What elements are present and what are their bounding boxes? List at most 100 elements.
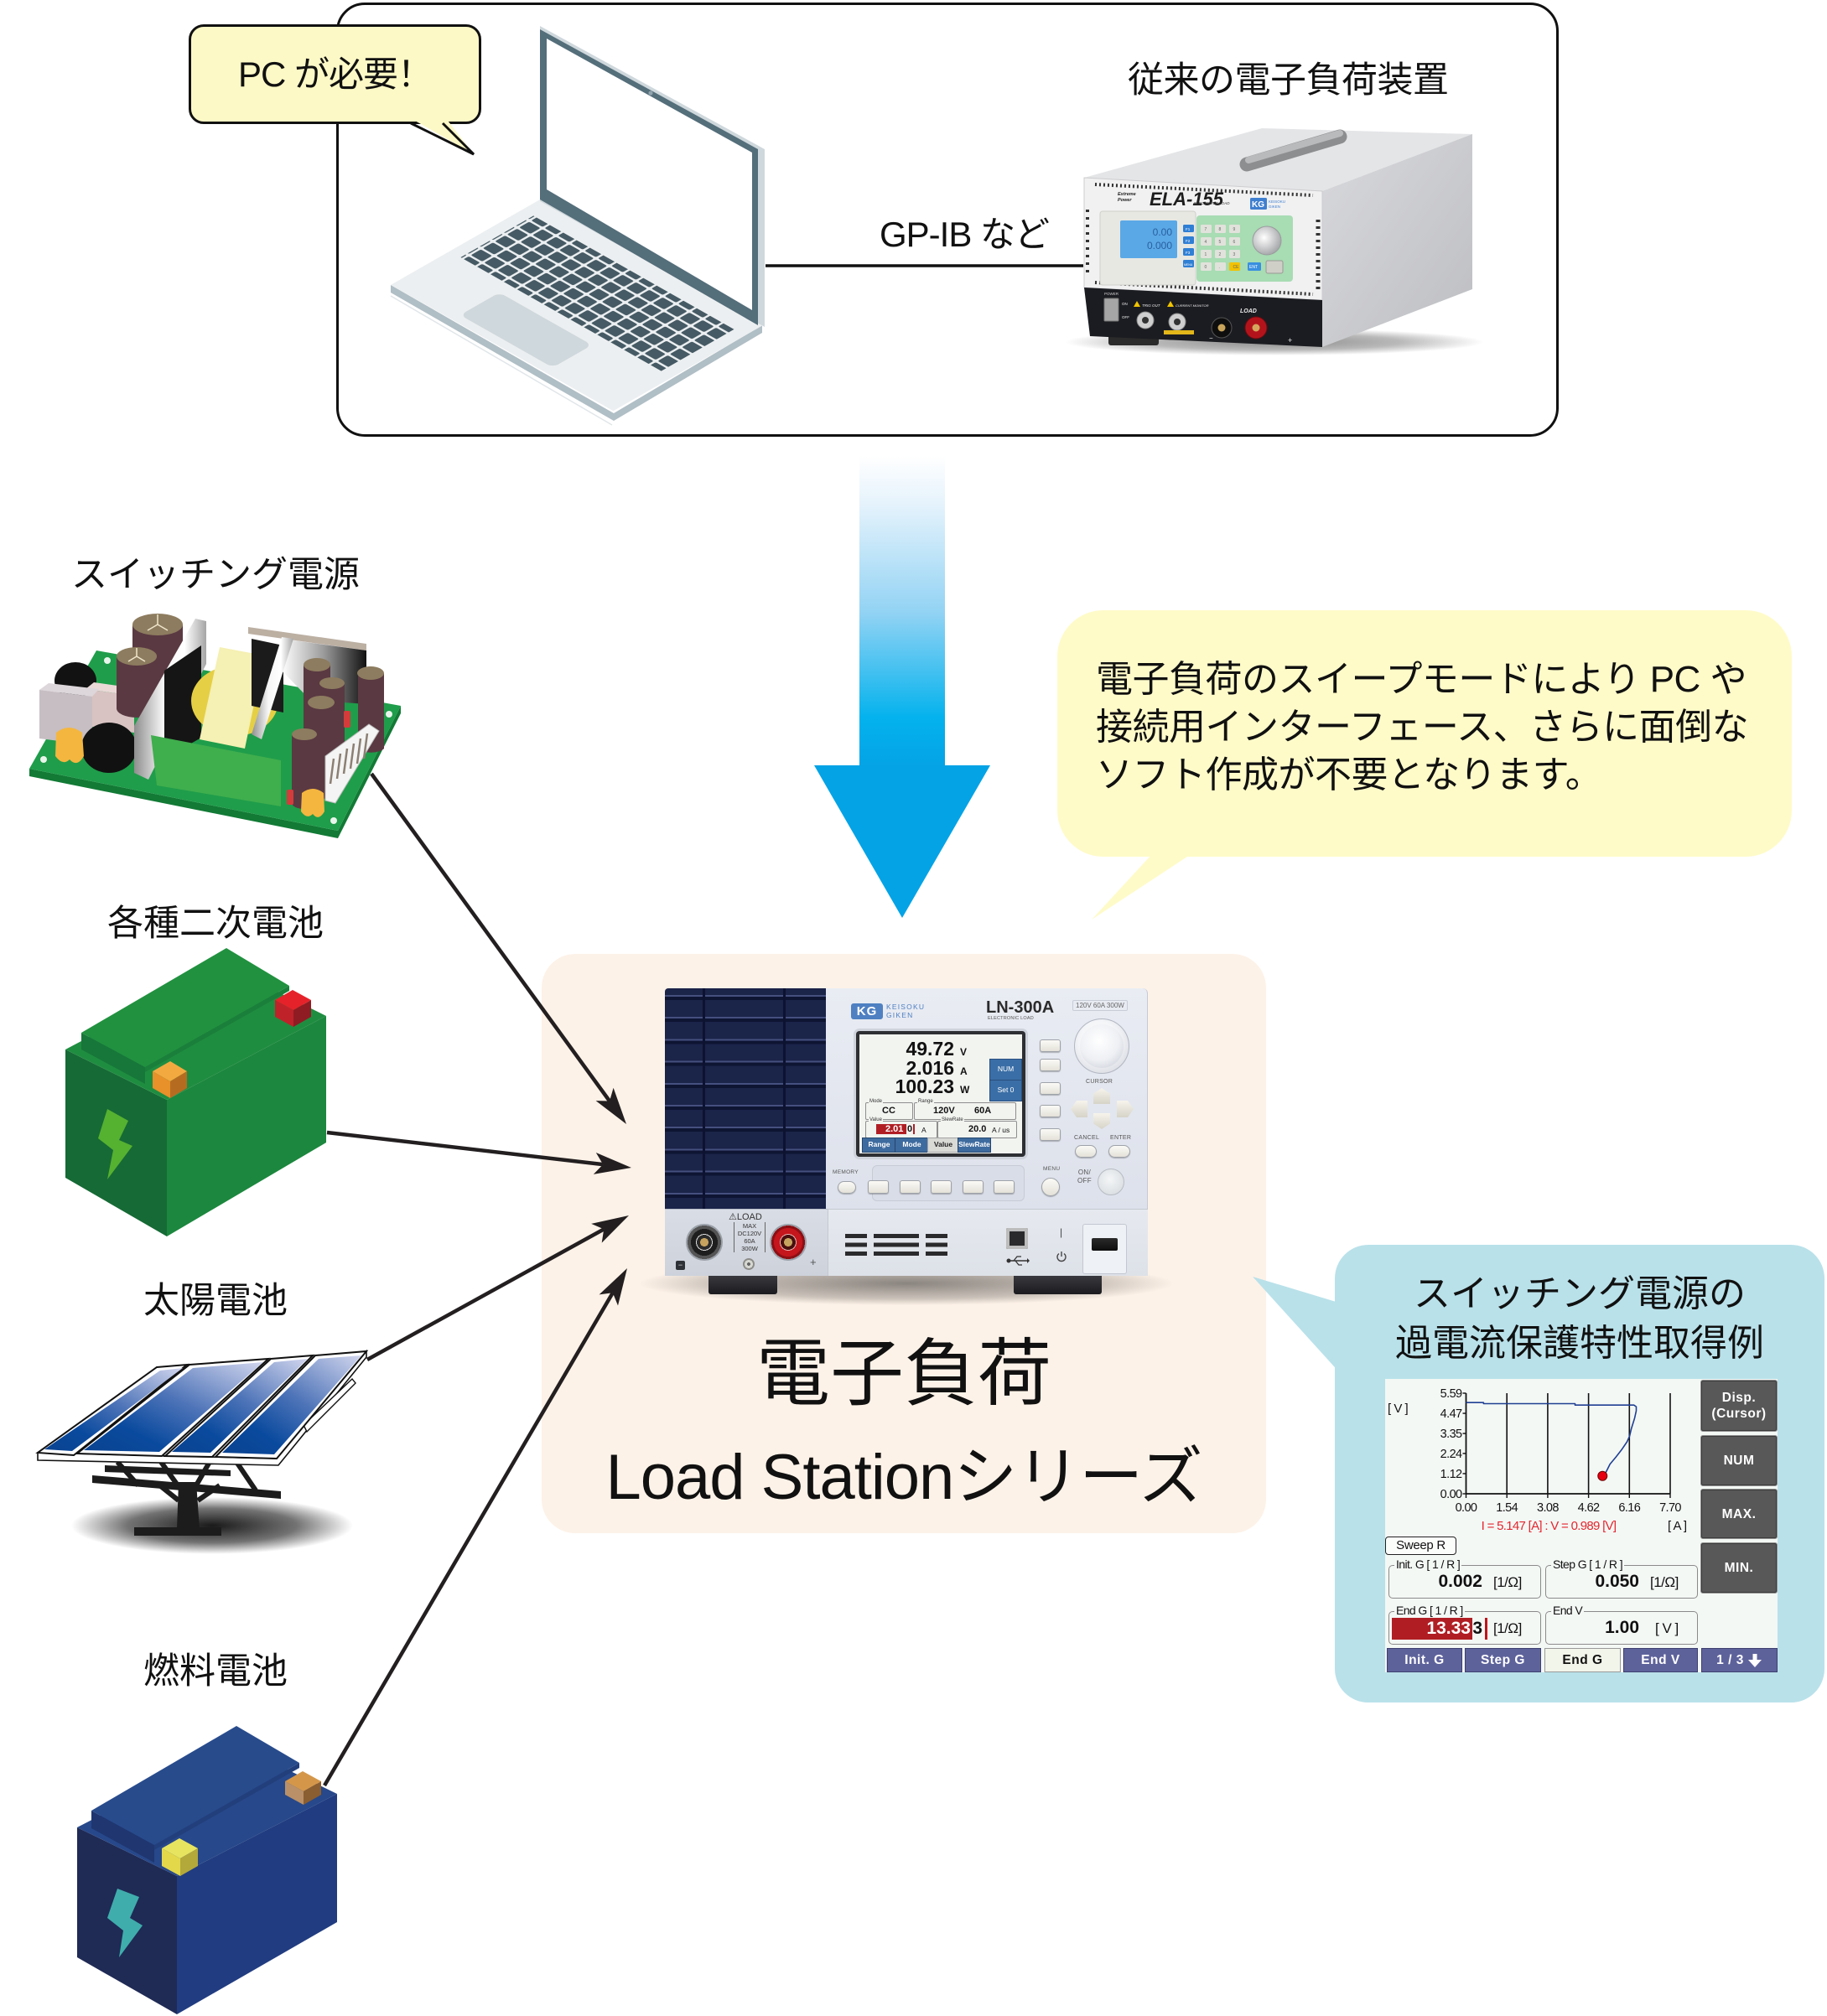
laptop-screen	[547, 39, 752, 310]
callout-line: ソフト作成が不要となります。	[1096, 754, 1602, 796]
tab-end-g: End G	[1544, 1648, 1621, 1672]
rating-label: 120V 60A 300W	[1072, 1000, 1128, 1011]
keypad-key-label: 5	[1219, 240, 1222, 245]
terminal-post	[1252, 324, 1260, 332]
x-tick-label: 0.00	[1456, 1501, 1477, 1515]
trig-out-label: TRIG OUT	[1142, 303, 1161, 308]
power-on-label: ON	[1122, 302, 1128, 306]
product-title: 電子負荷	[755, 1332, 1051, 1415]
brand-name-line: KEISOKU	[886, 1003, 926, 1011]
vent-slots	[845, 1234, 867, 1257]
ln-300a-electronic-load: KG KEISOKU GIKEN LN-300A ELECTRONIC LOAD…	[640, 988, 1173, 1305]
solar-panel-icon	[35, 1349, 369, 1554]
param-value-cursor-digit: 3	[1472, 1619, 1482, 1638]
vent-slots	[926, 1234, 947, 1257]
softkey-label: MIN.	[1724, 1561, 1754, 1575]
range-field: Range 120V 60A	[914, 1099, 1016, 1120]
field-label: Range	[917, 1099, 934, 1105]
circuit-board-icon	[29, 614, 401, 838]
on-off-label-line: ON/	[1077, 1169, 1092, 1176]
mount-hole	[40, 756, 47, 763]
resistor	[287, 790, 293, 805]
load-terminal-rating: MAX DC120V 60A 300W	[734, 1222, 766, 1252]
negative-terminal	[285, 1771, 321, 1791]
power-switch	[1092, 1238, 1118, 1251]
callout-tail	[1092, 855, 1190, 920]
battery-lid-side	[81, 1033, 145, 1084]
terminal-side	[285, 1781, 304, 1805]
keypad-key	[1201, 237, 1212, 246]
arrow-fuel-cell-to-load	[323, 1292, 615, 1787]
y-tick-label: 5.59	[1440, 1387, 1462, 1401]
cursor-label: CURSOR	[1086, 1079, 1113, 1085]
sweep-mode-callout-bubble	[1057, 610, 1792, 857]
terminal-side	[162, 1848, 180, 1876]
callout-line: 電子負荷のスイープモードにより PC や	[1096, 659, 1747, 700]
plus-marker: +	[810, 1256, 817, 1268]
range-current: 60A	[974, 1106, 992, 1116]
mount-hole	[330, 817, 337, 824]
sweep-mode-callout-text: 電子負荷のスイープモードにより PC や 接続用インターフェース、さらに面倒な …	[1096, 656, 1749, 799]
menu-button	[1041, 1178, 1060, 1196]
flow-arrow-head	[814, 765, 990, 918]
mount-hole	[104, 657, 111, 664]
cursor-marker	[1597, 1470, 1608, 1481]
minus-label: −	[1209, 334, 1213, 342]
vent-slots	[1094, 281, 1314, 296]
capacitor-vent	[147, 614, 169, 631]
keypad-key	[1229, 225, 1240, 233]
stand-base	[134, 1527, 221, 1536]
plus-label: +	[1288, 336, 1292, 345]
param-label: Init. G [ 1 / R ]	[1394, 1557, 1462, 1571]
positive-load-terminal	[770, 1224, 807, 1261]
keypad-key	[1215, 237, 1226, 246]
laptop-trackpad	[463, 294, 589, 366]
x-tick-label: 6.16	[1618, 1501, 1640, 1515]
stand-struts	[115, 1460, 258, 1503]
terminal-post	[1217, 324, 1226, 332]
carry-handle-highlight	[1245, 130, 1343, 163]
rotary-knob	[1252, 225, 1282, 256]
key-label: F1	[1186, 227, 1191, 231]
keypad-key-label: 6	[1233, 240, 1236, 245]
reading-value: 49.72	[906, 1038, 954, 1060]
kg-logo	[1250, 198, 1267, 210]
down-arrow-icon	[1747, 1653, 1762, 1667]
source-label-fuel-cell: 燃料電池	[143, 1651, 288, 1692]
enter-key	[1248, 262, 1261, 271]
keypad-key	[1201, 250, 1212, 258]
cursor-left-button	[1071, 1101, 1087, 1117]
brand-name: GIKEN	[1269, 205, 1280, 209]
standby-icon	[1056, 1252, 1067, 1262]
heatsink	[252, 637, 293, 739]
bnc-center	[1174, 319, 1181, 325]
sub-board	[151, 735, 281, 806]
product-series: Load Stationシリーズ	[605, 1442, 1203, 1513]
softkey-label: MAX.	[1721, 1506, 1757, 1521]
y-tick-label: 3.35	[1440, 1428, 1462, 1441]
example-title: スイッチング電源の 過電流保護特性取得例	[1335, 1269, 1824, 1368]
source-label-solar-cell: 太陽電池	[143, 1281, 288, 1321]
end-g-field: End G [ 1 / R ] 13.33 3 [1/Ω]	[1388, 1604, 1541, 1645]
arrowhead	[595, 1087, 626, 1124]
keypad-key-label: 9	[1233, 227, 1236, 232]
terminal-side	[275, 1000, 293, 1027]
init-g-field: Init. G [ 1 / R ] 0.002 [1/Ω]	[1388, 1557, 1541, 1599]
setting-value-cursor-digit: 0	[906, 1124, 914, 1135]
keypad-key-label: 7	[1205, 227, 1207, 232]
tab-step-g: Step G	[1465, 1648, 1541, 1672]
fuel-cell-right-face	[177, 1794, 337, 2014]
y-tick-label: 1.12	[1440, 1468, 1462, 1481]
param-unit: [1/Ω]	[1493, 1574, 1522, 1590]
end-v-field: End V 1.00 [ V ]	[1545, 1604, 1698, 1645]
toroid-coil	[81, 723, 137, 773]
mount-hole	[386, 711, 392, 718]
cursor-up-button	[1093, 1088, 1110, 1104]
text-cursor	[1485, 1618, 1487, 1640]
arrow-solar-to-load	[366, 1227, 605, 1361]
y-capacitor	[55, 728, 84, 764]
stand-post	[177, 1482, 200, 1529]
